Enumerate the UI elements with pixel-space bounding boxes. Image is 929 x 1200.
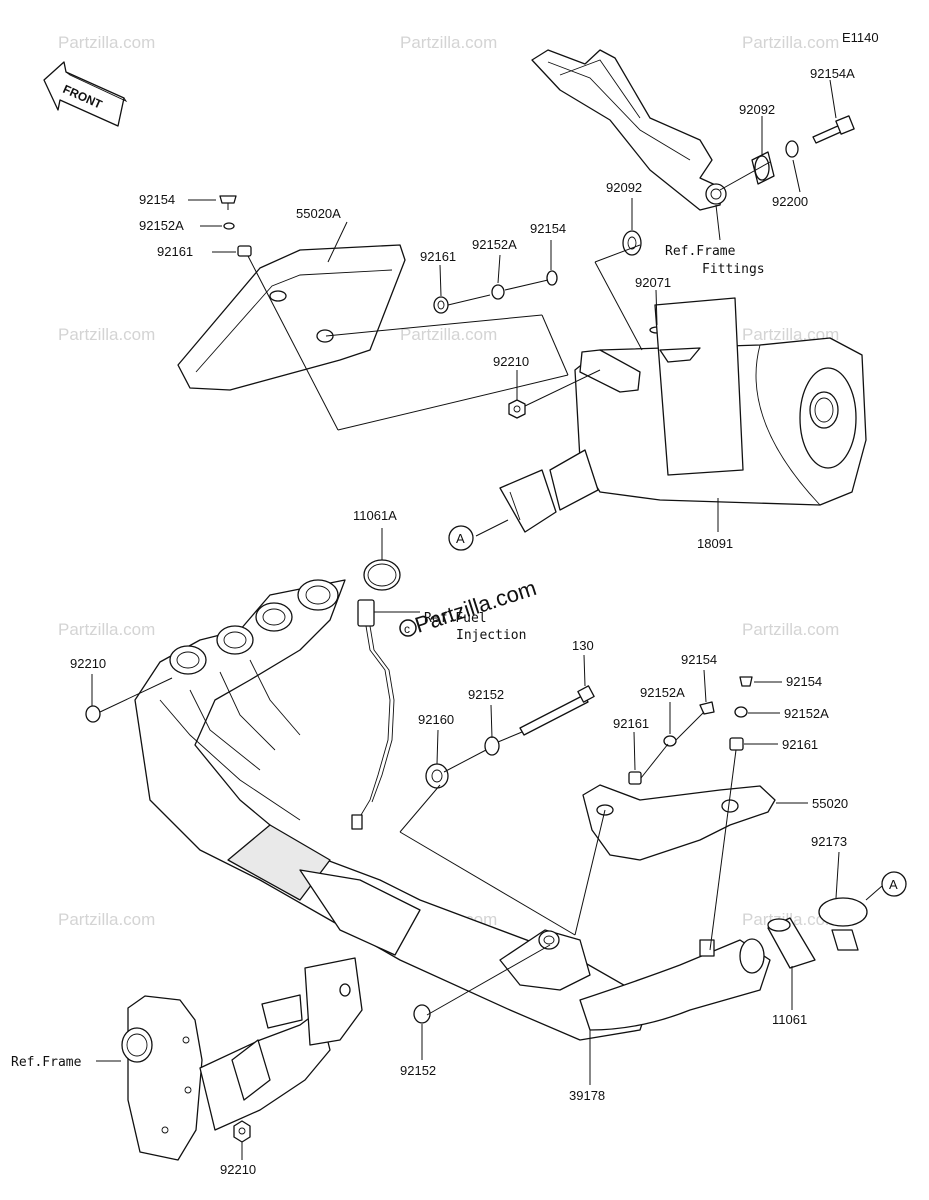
callout-92092-top: 92092 xyxy=(739,102,775,117)
callout-92210-left: 92210 xyxy=(70,656,106,671)
callout-92154A: 92154A xyxy=(810,66,855,81)
nut-92210-top xyxy=(508,399,526,419)
grommet-92161-r2 xyxy=(729,737,744,751)
marker-a-label: A xyxy=(456,531,465,546)
marker-a-left: A xyxy=(448,525,474,551)
watermark: Partzilla.com xyxy=(58,910,155,929)
o2-sensor xyxy=(351,599,395,830)
grommet-92160 xyxy=(425,763,449,789)
clamp-92173 xyxy=(818,897,868,951)
bolt-130 xyxy=(519,685,595,736)
callout-92154-r1: 92154 xyxy=(681,652,717,667)
callout-92210-bottom: 92210 xyxy=(220,1162,256,1177)
watermark: Partzilla.com xyxy=(58,620,155,639)
collar-92092-top xyxy=(751,151,775,185)
collar-92092-mid xyxy=(622,230,642,256)
callout-92173: 92173 xyxy=(811,834,847,849)
heat-guard-55020 xyxy=(582,784,776,861)
callout-92152A-r2: 92152A xyxy=(784,706,829,721)
washer-92152A-r2 xyxy=(734,706,748,718)
watermark: Partzilla.com xyxy=(58,325,155,344)
watermark: Partzilla.com xyxy=(400,33,497,52)
washer-92152-bottom xyxy=(413,1004,431,1024)
callout-92200: 92200 xyxy=(772,194,808,209)
watermark: Partzilla.com xyxy=(400,325,497,344)
marker-a-right: A xyxy=(881,871,907,897)
callout-92154-mid: 92154 xyxy=(530,221,566,236)
ref-frame: Ref.Frame xyxy=(11,1055,82,1070)
callout-92152A-mid: 92152A xyxy=(472,237,517,252)
heat-guard-55020A xyxy=(177,244,406,391)
callout-92161-mid: 92161 xyxy=(420,249,456,264)
grommet-92161-mid xyxy=(433,296,449,314)
callout-39178: 39178 xyxy=(569,1088,605,1103)
washer-92152A-mid xyxy=(491,284,505,300)
washer-92200 xyxy=(785,140,799,158)
screw-92154-mid xyxy=(546,270,558,286)
callout-92161-r1: 92161 xyxy=(613,716,649,731)
callout-92092-mid: 92092 xyxy=(606,180,642,195)
ref-fuel-injection-line2: Injection xyxy=(456,628,526,643)
bolt-92154A xyxy=(812,115,855,144)
callout-92152-mid: 92152 xyxy=(468,687,504,702)
washer-92152-mid xyxy=(484,736,500,756)
svg-text:c: c xyxy=(404,622,410,636)
watermark: Partzilla.com xyxy=(58,33,155,52)
front-arrow-icon: FRONT xyxy=(43,61,128,127)
watermark: Partzilla.com xyxy=(742,33,839,52)
ref-frame-fittings-line1: Ref.Frame xyxy=(665,244,736,259)
screw-92154-r2 xyxy=(739,676,753,687)
ref-frame-fittings-line2: Fittings xyxy=(702,262,765,277)
washer-92152A-tl xyxy=(223,222,235,230)
nut-92210-bottom xyxy=(233,1120,251,1143)
callout-11061: 11061 xyxy=(772,1012,807,1027)
grommet-92161-tl xyxy=(237,245,252,257)
nut-92210-left xyxy=(85,705,101,723)
callout-92154-r2: 92154 xyxy=(786,674,822,689)
gasket-11061 xyxy=(767,917,816,969)
callout-92152A-tl: 92152A xyxy=(139,218,184,233)
callout-18091: 18091 xyxy=(697,536,733,551)
callout-92071: 92071 xyxy=(635,275,671,290)
callout-92161-r2: 92161 xyxy=(782,737,818,752)
callout-92210-top: 92210 xyxy=(493,354,529,369)
frame-fitting-bracket xyxy=(531,49,727,211)
leader-lines xyxy=(91,79,883,1160)
diagram-code: E1140 xyxy=(842,30,879,45)
callout-130: 130 xyxy=(572,638,594,653)
callout-92160: 92160 xyxy=(418,712,454,727)
washer-92152A-r1 xyxy=(663,735,677,747)
callout-92161-tl: 92161 xyxy=(157,244,193,259)
watermark: Partzilla.com xyxy=(742,620,839,639)
callout-92152-bottom: 92152 xyxy=(400,1063,436,1078)
gasket-11061A xyxy=(363,559,401,591)
grommet-92161-r1 xyxy=(628,771,642,785)
exhaust-header xyxy=(134,579,771,1041)
part-callouts: 92154A 92092 92200 92092 92154 92152A 92… xyxy=(70,66,855,1177)
screw-92154-tl xyxy=(219,195,237,210)
screw-92154-r1 xyxy=(699,701,715,715)
callout-11061A: 11061A xyxy=(353,508,397,523)
callout-92154-tl: 92154 xyxy=(139,192,175,207)
marker-a-label: A xyxy=(889,877,898,892)
ref-fuel-injection-line1: Ref.Fuel xyxy=(424,611,487,626)
muffler-18091 xyxy=(499,297,867,533)
callout-55020A: 55020A xyxy=(296,206,341,221)
callout-55020: 55020 xyxy=(812,796,848,811)
frame-bracket-bottom xyxy=(121,957,363,1161)
callout-92152A-r1: 92152A xyxy=(640,685,685,700)
